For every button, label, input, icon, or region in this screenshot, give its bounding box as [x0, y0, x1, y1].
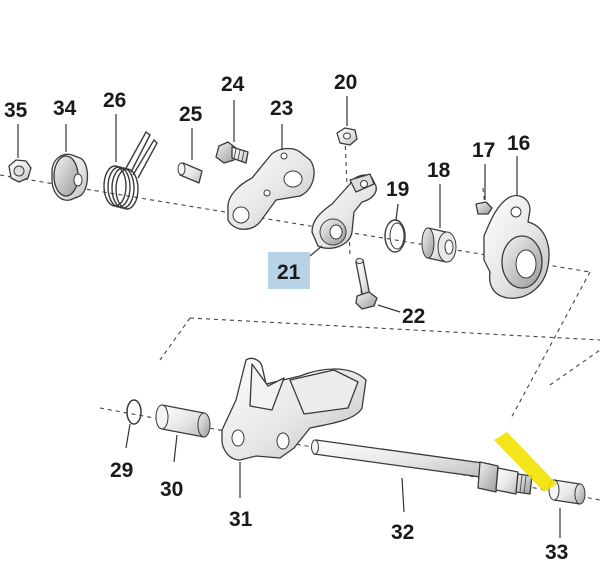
part-32-shaft: [311, 439, 533, 495]
callout-19: 19: [386, 178, 409, 201]
callout-17: 17: [472, 139, 495, 162]
part-31-bracket: [221, 357, 367, 461]
part-24-stud: [215, 141, 249, 164]
part-17-screw: [475, 201, 493, 215]
callout-26: 26: [103, 89, 126, 112]
callout-23: 23: [270, 97, 293, 120]
callout-20: 20: [334, 71, 357, 94]
part-30-bushing: [155, 404, 211, 438]
callout-18: 18: [427, 159, 451, 182]
part-19-ring: [384, 219, 406, 253]
part-20-nut: [336, 127, 358, 146]
callout-22: 22: [402, 305, 425, 328]
callout-30: 30: [160, 478, 183, 501]
callout-32: 32: [391, 521, 414, 544]
part-33-sleeve: [548, 479, 586, 505]
callout-21-highlight: [268, 252, 310, 289]
callout-33: 33: [545, 541, 568, 564]
callout-16: 16: [507, 132, 530, 155]
part-23-lever: [227, 147, 315, 230]
part-22-bolt: [355, 258, 378, 310]
callout-24: 24: [221, 73, 245, 96]
part-35-nut: [8, 159, 32, 183]
part-18-bushing: [421, 227, 457, 263]
callout-29: 29: [110, 459, 133, 482]
part-34-pulley: [51, 153, 89, 201]
leader-lines: [17, 96, 561, 538]
part-26-spring: [103, 130, 158, 210]
part-21-cam-lever: [311, 173, 377, 249]
callout-35: 35: [4, 99, 28, 122]
callout-21: 21: [277, 261, 301, 284]
part-25-pin: [177, 162, 203, 184]
callout-31: 31: [229, 508, 253, 531]
callout-34: 34: [53, 97, 77, 120]
part-29-snap-ring: [126, 399, 142, 425]
callout-labels: 35 34 26 25 24 23 20 19 18 17 16 21 22 2…: [4, 71, 568, 564]
part-16-housing: [483, 195, 550, 299]
highlight-stripe: [494, 432, 557, 492]
callout-25: 25: [179, 103, 203, 126]
